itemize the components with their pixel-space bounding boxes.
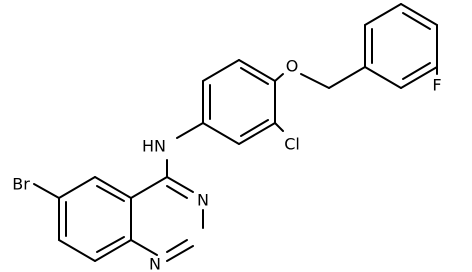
bond-c2-n1 (166, 245, 194, 262)
ring-nitrogen-upper-label: N (197, 191, 209, 210)
bond-c2p-c3p (400, 66, 438, 89)
quinazoline-pyrimidine-ring (130, 159, 204, 262)
bond-c5p-c6p (364, 3, 402, 26)
bond-c4-o (274, 73, 284, 82)
bond-c6-br (33, 183, 60, 199)
bond-c4a-c4 (130, 176, 168, 199)
bond-c5-c6 (202, 59, 240, 82)
bond-c8a-c8 (94, 239, 132, 262)
bond-c5-c4a-inner (96, 185, 125, 202)
bond-c2-c3-inner (240, 119, 269, 137)
fluorine-label: F (432, 76, 441, 95)
bond-nh-c1 (176, 122, 204, 139)
bond-c8a-c8-inner (96, 236, 125, 253)
bromine-label: Br (12, 175, 30, 194)
bond-c2-n1-inner (166, 239, 188, 253)
bond-c4p-c5p (400, 3, 438, 26)
chlorophenyl-ring (176, 59, 284, 145)
amine-nitrogen-label: N (154, 137, 166, 156)
ring-nitrogen-lower-label: N (149, 255, 161, 272)
atom-labels: Br N H N N Cl O F (12, 57, 441, 272)
bond-c6-c5 (58, 176, 96, 199)
bond-c8-c7 (58, 239, 96, 262)
chlorine-label: Cl (284, 135, 300, 154)
bond-o-ch2 (300, 73, 330, 89)
bond-c4-c5 (238, 59, 276, 82)
amine-hydrogen-label: H (142, 137, 154, 156)
bond-c1p-c2p (364, 66, 402, 89)
fluorophenyl-ring (364, 3, 438, 89)
bond-c4-n3-inner (166, 185, 188, 199)
bond-c4p-c5p-inner (402, 12, 431, 30)
bond-c5-c4a (94, 176, 132, 199)
bond-ch2-c1prime (328, 66, 366, 89)
bond-c4-c5-inner (240, 67, 269, 85)
bond-c2-c3 (238, 122, 276, 145)
benzyloxy-linker (300, 66, 366, 89)
bond-c1-c2 (202, 122, 240, 145)
quinazoline-benzo-ring (33, 176, 132, 262)
bond-c4-n3 (166, 176, 194, 193)
bond-c2p-c3p-inner (402, 62, 431, 80)
bond-c3-cl (274, 122, 284, 132)
bond-n1-c8a (130, 239, 158, 256)
ether-oxygen-label: O (286, 57, 299, 76)
